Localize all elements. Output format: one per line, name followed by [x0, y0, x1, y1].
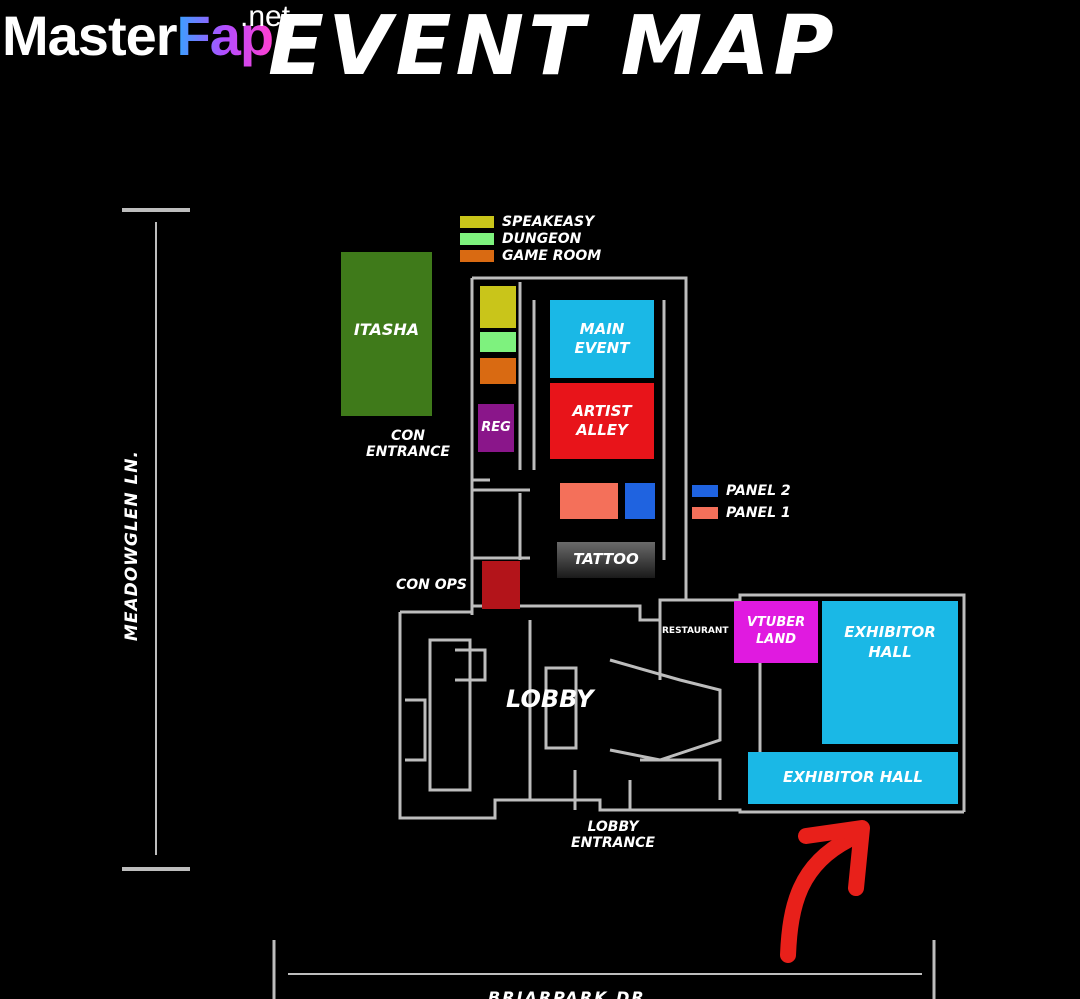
legend-swatch-game-room [460, 250, 494, 262]
room-panel-1[interactable] [560, 483, 618, 519]
room-exhibitor-hall-south[interactable]: EXHIBITOR HALL [748, 752, 958, 804]
room-itasha[interactable]: ITASHA [341, 252, 432, 416]
room-exhibitor-hall[interactable]: EXHIBITOR HALL [822, 601, 958, 744]
watermark-fap: Fap [176, 4, 275, 67]
room-tattoo[interactable]: TATTOO [557, 542, 655, 578]
watermark-net: .net [240, 0, 291, 33]
street-meadowglen: MEADOWGLEN LN. [122, 450, 142, 642]
legend-label: SPEAKEASY [502, 214, 595, 230]
legend-swatch-panel-2 [692, 485, 718, 497]
legend-swatch-speakeasy [460, 216, 494, 228]
legend-item-panel-1: PANEL 1 [692, 505, 791, 521]
room-dungeon[interactable] [480, 332, 516, 352]
legend-item-dungeon: DUNGEON [460, 231, 581, 247]
legend-item-speakeasy: SPEAKEASY [460, 214, 594, 230]
legend-label: DUNGEON [502, 231, 582, 247]
label-lobby-entrance: LOBBY ENTRANCE [571, 819, 655, 852]
room-speakeasy[interactable] [480, 286, 516, 328]
room-main-event[interactable]: MAIN EVENT [550, 300, 654, 378]
label-con-entrance: CON ENTRANCE [366, 428, 450, 461]
label-con-ops: CON OPS [396, 577, 468, 593]
legend-swatch-panel-1 [692, 507, 718, 519]
room-lobby[interactable]: LOBBY [506, 685, 594, 713]
page-title: EVENT MAP [268, 0, 838, 94]
watermark-logo: MasterFap [2, 8, 274, 64]
room-panel-2[interactable] [625, 483, 655, 519]
room-reg[interactable]: REG [478, 404, 514, 452]
room-vtuber-land[interactable]: VTUBER LAND [734, 601, 818, 663]
street-briarpark: BRIARPARK DR [488, 988, 646, 999]
label-restaurant: RESTAURANT [662, 626, 729, 636]
watermark-master: Master [2, 4, 178, 67]
legend-label: PANEL 1 [726, 505, 791, 521]
room-artist-alley[interactable]: ARTIST ALLEY [550, 383, 654, 459]
legend-label: PANEL 2 [726, 483, 791, 499]
legend-label: GAME ROOM [502, 248, 602, 264]
legend-item-panel-2: PANEL 2 [692, 483, 791, 499]
room-con-ops[interactable] [482, 561, 520, 609]
legend-swatch-dungeon [460, 233, 494, 245]
legend-item-game-room: GAME ROOM [460, 248, 601, 264]
room-game-room[interactable] [480, 358, 516, 384]
